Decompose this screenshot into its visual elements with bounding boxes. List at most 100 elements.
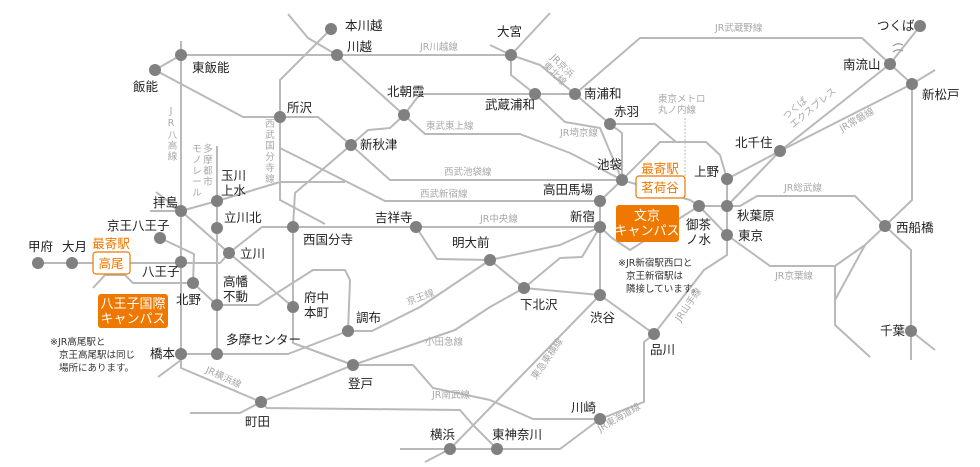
station-dot-hanno[interactable]: [149, 64, 161, 76]
station-dot-hashimoto[interactable]: [175, 348, 187, 360]
station-dot-noborito[interactable]: [347, 359, 359, 371]
station-label-ochanomizu-line: 御茶: [686, 217, 712, 232]
station-dot-musashi-urawa[interactable]: [529, 88, 541, 100]
station-label-tama-center: 多摩センター: [226, 332, 301, 347]
station-dot-takahata-fudo[interactable]: [211, 299, 223, 311]
hachioji-campus-box[interactable]: [98, 294, 168, 328]
sobu-line: [727, 195, 912, 360]
station-dot-kichijoji[interactable]: [410, 221, 422, 233]
station-label-tachikawa: 立川: [240, 246, 265, 261]
station-label-takahata-fudo-line: 不動: [223, 289, 248, 304]
station-dot-otsuki[interactable]: [66, 257, 78, 269]
bunkyo-nearest-station-box[interactable]: [635, 175, 686, 199]
station-label-haijima: 拝島: [153, 195, 178, 210]
line-label-odakyu: 小田急線: [425, 336, 464, 348]
station-dot-kawasaki[interactable]: [594, 413, 606, 425]
station-dot-tamagawa-josui[interactable]: [211, 195, 223, 207]
keio-hachioji-link: [159, 237, 195, 284]
station-dot-hon-kawagoe[interactable]: [325, 23, 337, 35]
station-label-nishi-funabashi: 西船橋: [896, 220, 934, 235]
tsukuba-express: [726, 25, 921, 207]
station-label-tamagawa-josui-line: 上水: [221, 183, 247, 198]
station-dot-chiba[interactable]: [905, 325, 917, 337]
line-label-kokubunji-char: 武: [265, 129, 275, 141]
station-dot-higashi-kanagawa[interactable]: [491, 443, 503, 455]
station-dot-kofu[interactable]: [32, 257, 44, 269]
station-label-kofu: 甲府: [28, 239, 53, 254]
station-dot-tsukuba[interactable]: [914, 20, 926, 32]
station-label-tachikawa-kita: 立川北: [224, 210, 262, 225]
station-label-takadanobaba: 高田馬場: [543, 182, 593, 197]
station-dot-tokyo[interactable]: [721, 229, 733, 241]
hashimoto-branch: [157, 359, 182, 378]
bunkyo-nearest-station: 茗荷谷: [641, 180, 679, 195]
line-label-kokubunji-char: 分: [265, 152, 275, 163]
station-dot-minami-urawa[interactable]: [569, 88, 581, 100]
station-dot-higashi-hanno[interactable]: [175, 49, 187, 61]
station-label-kitano: 北野: [176, 292, 202, 307]
line-label-monorail-a-char: 多: [203, 143, 213, 155]
station-dot-shin-matsudo[interactable]: [906, 78, 918, 90]
station-dot-shimokitazawa[interactable]: [518, 282, 530, 294]
station-dot-tama-center[interactable]: [211, 348, 223, 360]
station-dot-yokohama[interactable]: [444, 443, 456, 455]
sobu-branch: [834, 225, 886, 358]
station-dot-shibuya[interactable]: [594, 289, 606, 301]
station-dot-shinagawa[interactable]: [648, 328, 660, 340]
station-dot-tachikawa[interactable]: [223, 247, 235, 259]
station-dot-ueno[interactable]: [721, 173, 733, 185]
station-dot-chofu[interactable]: [342, 325, 354, 337]
shinjuku-note: ※JR新宿駅西口と京王新宿駅は隣接しています。: [618, 257, 701, 295]
station-dot-omiya[interactable]: [505, 49, 517, 61]
station-dot-tachikawa-kita[interactable]: [211, 222, 223, 234]
station-dot-akihabara[interactable]: [721, 200, 733, 212]
campus-markers: 最寄駅茗荷谷文京キャンパス最寄駅高尾八王子国際キャンパス※JR高尾駅と京王高尾駅…: [50, 161, 701, 374]
station-dot-shinjuku[interactable]: [594, 221, 606, 233]
station-dot-akabane[interactable]: [604, 118, 616, 130]
station-dot-kita-asaka[interactable]: [398, 109, 410, 121]
line-label-monorail-a-char: 摩: [203, 154, 213, 166]
station-label-akabane: 赤羽: [614, 104, 639, 119]
bunkyo-campus-box[interactable]: [616, 205, 679, 242]
station-dot-kita-senju[interactable]: [774, 145, 786, 157]
takao-note-line: 京王高尾駅は同じ: [59, 349, 135, 361]
station-dot-keio-hachioji[interactable]: [154, 232, 166, 244]
bunkyo-campus-label-line: キャンパス: [614, 224, 679, 239]
station-dot-kawagoe[interactable]: [331, 49, 343, 61]
akabane-link: [610, 123, 677, 143]
tobu-tojo-line: [287, 13, 623, 181]
station-label-musashi-urawa: 武蔵浦和: [485, 97, 535, 112]
line-break-mark: [892, 43, 904, 53]
line-label-hachiko: JR八高線: [166, 106, 178, 162]
station-dot-minami-nagareyama[interactable]: [884, 58, 896, 70]
station-label-chiba: 千葉: [880, 323, 906, 338]
station-dot-shin-akitsu[interactable]: [345, 139, 357, 151]
station-label-ikebukuro: 池袋: [597, 157, 623, 172]
station-dot-ochanomizu[interactable]: [693, 200, 705, 212]
line-label-marunouchi-line: 丸ノ内線: [658, 104, 697, 116]
station-dot-hachioji[interactable]: [175, 256, 187, 268]
station-dot-tokorozawa[interactable]: [274, 111, 286, 123]
station-label-tokyo: 東京: [738, 228, 763, 243]
station-label-nishi-kokubunji: 西国分寺: [303, 232, 353, 247]
station-dot-nishi-kokubunji[interactable]: [287, 221, 299, 233]
station-dot-fuchu-honmachi[interactable]: [287, 301, 299, 313]
station-dot-nishi-funabashi[interactable]: [879, 220, 891, 232]
station-dot-machida[interactable]: [255, 396, 267, 408]
keio-takao-line: [92, 226, 601, 332]
station-label-shin-akitsu: 新秋津: [360, 137, 398, 152]
station-dot-kitano[interactable]: [187, 277, 199, 289]
station-label-takahata-fudo-line: 高幡: [223, 274, 249, 289]
joban-line: [726, 69, 936, 180]
takao-nearest-station-box[interactable]: [92, 251, 131, 275]
station-dot-ikebukuro[interactable]: [616, 174, 628, 186]
station-dot-haijima[interactable]: [175, 205, 187, 217]
station-dot-meidaimae[interactable]: [484, 254, 496, 266]
line-label-monorail-b-char: ノ: [192, 155, 202, 166]
station-label-chofu: 調布: [356, 310, 381, 325]
shinjuku-note-line: 隣接しています。: [626, 283, 701, 295]
station-dot-takadanobaba[interactable]: [594, 195, 606, 207]
line-label-toyoko: 東急東横線: [529, 336, 566, 382]
